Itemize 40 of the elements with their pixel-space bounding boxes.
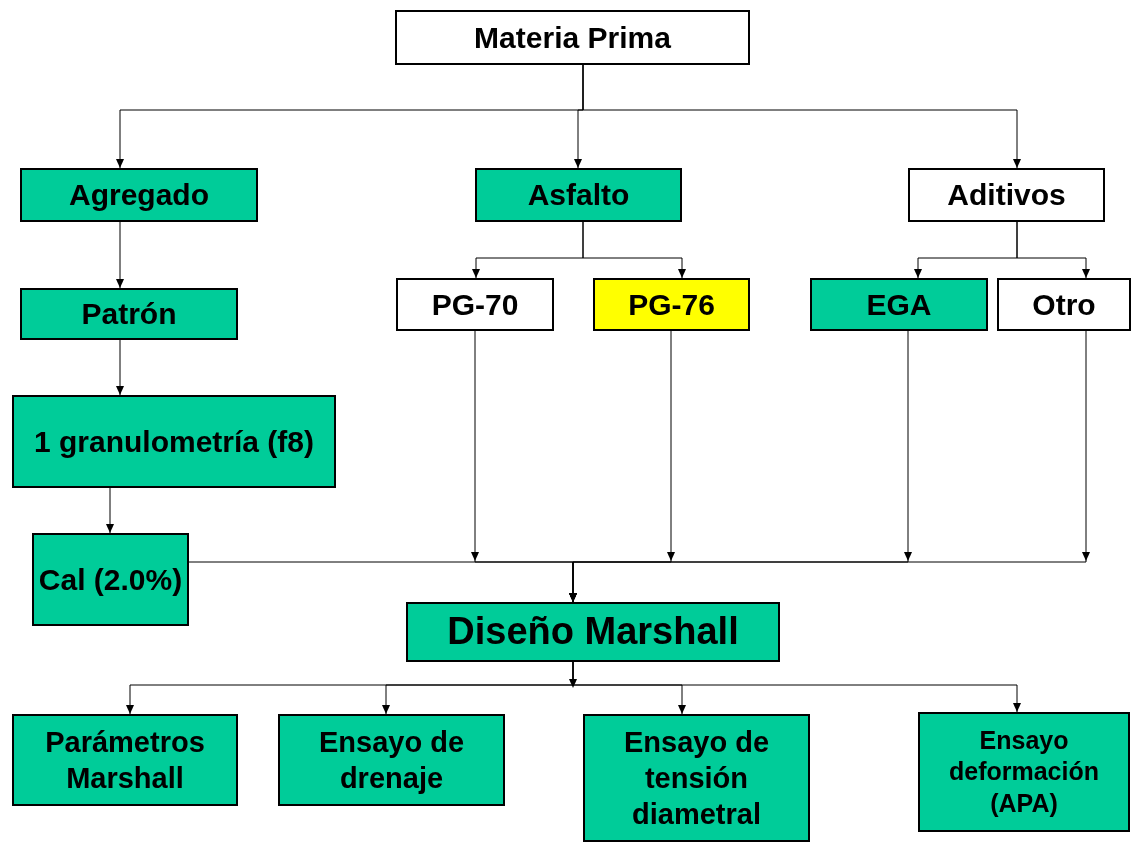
box-label: PG-70 xyxy=(431,286,519,323)
process-box xyxy=(395,10,750,65)
box-label: Materia Prima xyxy=(474,19,671,56)
box-label: Otro xyxy=(1032,286,1096,323)
box-label: Asfalto xyxy=(527,177,630,214)
arrow xyxy=(188,561,577,603)
arrow xyxy=(582,64,1021,169)
process-box xyxy=(406,602,780,662)
process-box xyxy=(593,278,750,331)
box-label: Agregado xyxy=(69,177,209,214)
process-box xyxy=(810,278,988,331)
box-label: Ensayo de tensión diametral xyxy=(622,724,771,833)
box-label: Ensayo de drenaje xyxy=(317,724,466,796)
process-box xyxy=(997,278,1131,331)
box-label: Diseño Marshall xyxy=(447,609,739,655)
arrow xyxy=(116,221,124,289)
box-label: Cal (2.0%) xyxy=(38,561,183,598)
arrow xyxy=(572,661,1021,713)
box-label: Aditivos xyxy=(947,177,1066,214)
arrow xyxy=(116,339,124,396)
arrow xyxy=(582,221,686,279)
process-box xyxy=(918,712,1130,832)
process-box xyxy=(583,714,810,842)
box-label: PG-76 xyxy=(628,286,715,323)
process-box xyxy=(278,714,505,806)
process-box xyxy=(12,395,336,488)
box-label: Patrón xyxy=(81,296,177,333)
box-label: EGA xyxy=(866,286,932,323)
process-box xyxy=(20,168,258,222)
process-box xyxy=(908,168,1105,222)
box-label: Ensayo deformación (APA) xyxy=(948,725,1100,819)
process-box xyxy=(396,278,554,331)
box-label: Parámetros Marshall xyxy=(44,724,206,796)
process-box xyxy=(20,288,238,340)
arrow xyxy=(1016,221,1090,279)
process-box xyxy=(475,168,682,222)
arrow xyxy=(106,487,114,534)
process-box xyxy=(32,533,189,626)
process-box xyxy=(12,714,238,806)
box-label: 1 granulometría (f8) xyxy=(33,423,315,460)
